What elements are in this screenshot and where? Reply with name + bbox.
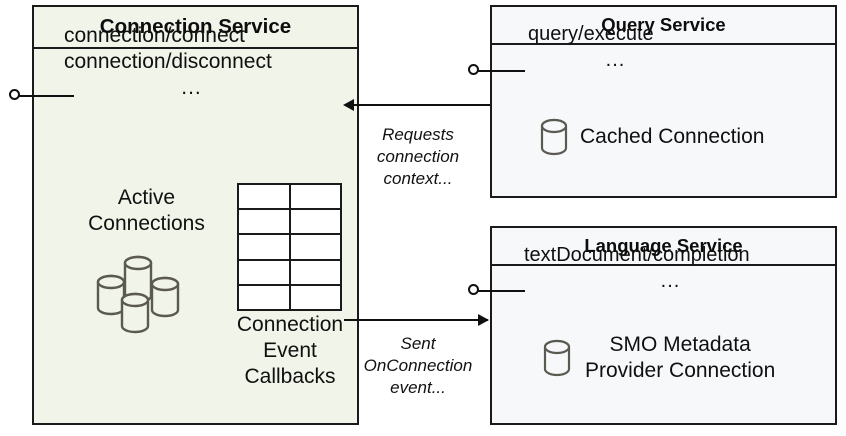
edge-label-line-2: OnConnection (363, 356, 473, 375)
table-cell (291, 185, 341, 208)
database-cylinder-icon (540, 118, 568, 156)
table-cell (239, 260, 291, 284)
table-cell (291, 210, 341, 233)
table-row (239, 210, 341, 236)
component-language-service[interactable]: Language Service textDocument/completion… (490, 226, 837, 425)
table-cell (291, 261, 341, 284)
callbacks-caption-line-3: Callbacks (244, 365, 336, 388)
edge-label-line-3: context... (383, 169, 453, 188)
cached-connection-artifact: Cached Connection (540, 118, 764, 156)
edge-label-sent-onconnection-event: Sent OnConnection event... (350, 333, 486, 399)
database-stack-svg (96, 255, 180, 334)
active-connections-caption-line-2: Connections (88, 212, 205, 235)
table-row (239, 260, 341, 286)
lollipop-stem (478, 70, 525, 72)
table-cell (291, 286, 341, 309)
operation-connection-disconnect[interactable]: connection/disconnect (64, 50, 272, 73)
table-row (239, 285, 341, 310)
active-connections-caption-line-1: Active (117, 186, 176, 209)
table-cell (239, 235, 291, 259)
operation-textdocument-completion[interactable]: textDocument/completion (524, 244, 750, 266)
table-row (239, 185, 341, 211)
smo-metadata-label-line-1: SMO Metadata (609, 333, 751, 356)
lollipop-circle-icon (468, 64, 479, 75)
callbacks-caption-line-1: Connection (236, 313, 344, 336)
table-row (239, 235, 341, 261)
cached-connection-label: Cached Connection (580, 125, 765, 148)
smo-metadata-provider-connection-artifact: SMO Metadata Provider Connection (543, 332, 775, 384)
language-service-operations: textDocument/completion ... (524, 242, 817, 294)
language-service-title: Language Service (492, 228, 835, 266)
connection-service-ellipsis: ... (181, 76, 202, 99)
callbacks-caption-line-2: Event (263, 339, 317, 362)
lollipop-circle-icon (9, 89, 20, 100)
edge-label-line-3: event... (390, 378, 446, 397)
connection-service-title: Connection Service (34, 7, 357, 49)
language-service-ellipsis: ... (660, 270, 681, 292)
operation-connection-connect[interactable]: connection/connect (64, 24, 245, 47)
table-cell (291, 235, 341, 258)
edge-label-line-1: Sent (400, 334, 436, 353)
active-connections-caption: Active Connections (74, 185, 219, 237)
connection-event-callbacks-caption: Connection Event Callbacks (219, 312, 361, 390)
query-service-title: Query Service (492, 7, 835, 45)
arrow-head-left-icon (343, 99, 354, 111)
edge-label-requests-connection-context: Requests connection context... (357, 124, 479, 190)
lollipop-stem (478, 290, 525, 292)
connection-service-operations: connection/connect connection/disconnect… (64, 23, 319, 101)
operation-query-execute[interactable]: query/execute (528, 23, 654, 45)
smo-metadata-label: SMO Metadata Provider Connection (585, 332, 775, 384)
edge-line (345, 104, 490, 106)
query-service-operations: query/execute ... (528, 21, 703, 73)
query-service-ellipsis: ... (605, 49, 626, 71)
component-query-service[interactable]: Query Service query/execute ... (490, 5, 837, 198)
component-connection-service[interactable]: Connection Service connection/connect co… (32, 5, 359, 425)
table-cell (239, 285, 291, 310)
arrow-head-right-icon (478, 314, 489, 326)
table-grid-icon (237, 183, 342, 311)
edge-line (344, 319, 488, 321)
edge-label-line-2: connection (376, 147, 460, 166)
lollipop-stem (19, 95, 74, 97)
database-cylinder-icon (543, 339, 571, 377)
table-cell (239, 210, 291, 234)
smo-metadata-label-line-2: Provider Connection (585, 359, 776, 382)
table-cell (239, 185, 291, 209)
edge-label-line-1: Requests (382, 125, 454, 144)
lollipop-circle-icon (468, 284, 479, 295)
database-stack-icon (89, 250, 189, 335)
